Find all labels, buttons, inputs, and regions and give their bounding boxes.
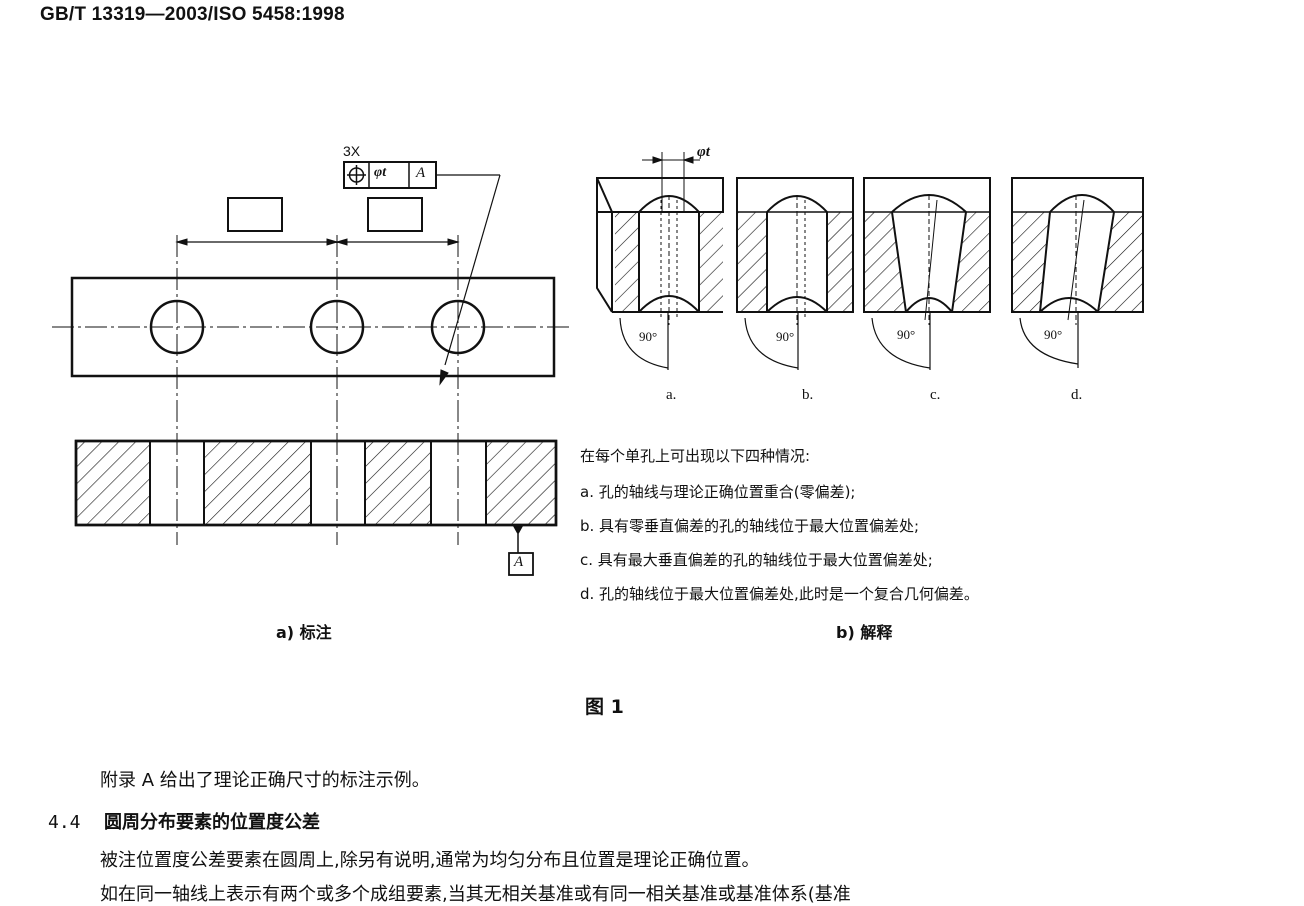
frame-tolerance: φt: [374, 165, 387, 180]
basic-dimension-box-1: [227, 197, 283, 232]
angle-label-c: 90°: [897, 327, 916, 342]
count-label: 3X: [343, 143, 361, 159]
note-intro: 在每个单孔上可出现以下四种情况:: [580, 447, 811, 465]
paragraph-1: 被注位置度公差要素在圆周上,除另有说明,通常为均匀分布且位置是理论正确位置。: [100, 850, 760, 871]
basic-dimension-box-2: [367, 197, 423, 232]
case-label-b: b.: [802, 387, 814, 403]
note-b: b. 具有零垂直偏差的孔的轴线位于最大位置偏差处;: [580, 517, 920, 535]
angle-label-d: 90°: [1044, 327, 1063, 342]
caption-b: b) 解释: [836, 623, 893, 642]
section-number: 4.4: [48, 812, 81, 833]
drawing-annotation: [52, 161, 570, 576]
page-header: GB/T 13319—2003/ISO 5458:1998: [40, 4, 345, 25]
note-d: d. 孔的轴线位于最大位置偏差处,此时是一个复合几何偏差。: [580, 585, 979, 603]
angle-label-b: 90°: [776, 329, 795, 344]
paragraph-annex: 附录 A 给出了理论正确尺寸的标注示例。: [100, 770, 430, 791]
note-c: c. 具有最大垂直偏差的孔的轴线位于最大位置偏差处;: [580, 551, 933, 569]
paragraph-2: 如在同一轴线上表示有两个或多个成组要素,当其无相关基准或有同一相关基准或基准体系…: [100, 884, 851, 905]
case-label-a: a.: [666, 387, 677, 403]
frame-datum: A: [416, 165, 426, 181]
datum-label: A: [514, 554, 524, 570]
section-heading: 4.4 圆周分布要素的位置度公差: [48, 808, 320, 834]
drawing-explanation: [596, 152, 1144, 370]
figure-title: 图 1: [585, 696, 624, 718]
note-a: a. 孔的轴线与理论正确位置重合(零偏差);: [580, 483, 856, 501]
phi-t-label: φt: [697, 144, 710, 160]
case-label-c: c.: [930, 387, 941, 403]
angle-label-a: 90°: [639, 329, 658, 344]
datum-box: [508, 552, 534, 576]
case-label-d: d.: [1071, 387, 1083, 403]
caption-a: a) 标注: [276, 623, 332, 642]
section-title: 圆周分布要素的位置度公差: [104, 812, 320, 833]
